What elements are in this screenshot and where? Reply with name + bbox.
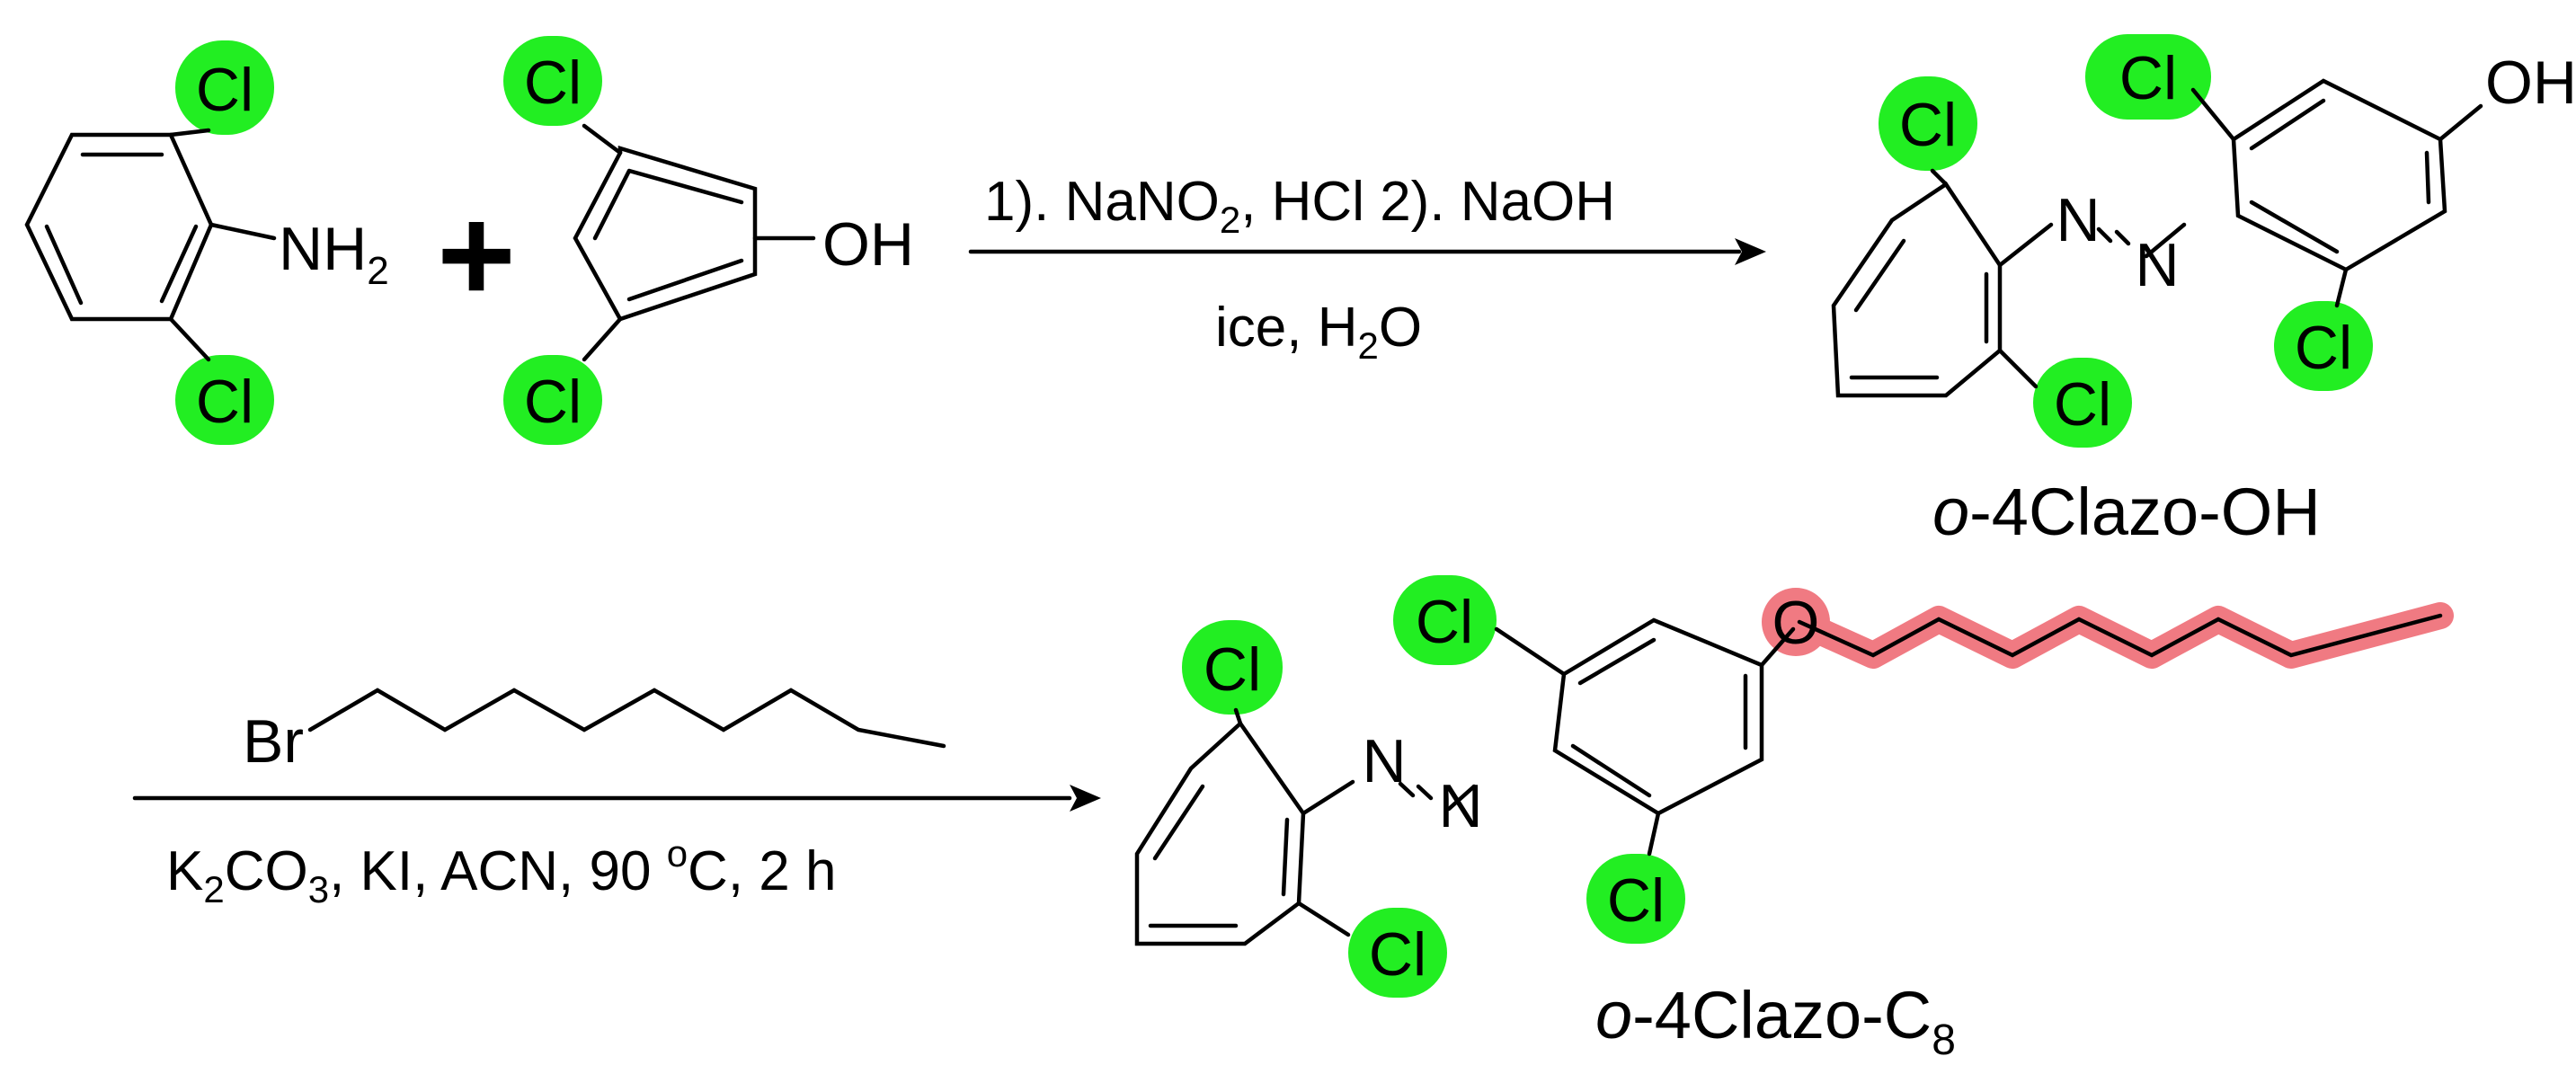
reaction-conditions: 1). NaNO2, HCl 2). NaOH ice, H2O K2CO3, … bbox=[166, 171, 1615, 910]
atom-cl: Cl bbox=[1899, 91, 1957, 159]
plus-sign: + bbox=[437, 179, 516, 330]
ring-product1-left bbox=[1831, 181, 2003, 398]
atom-cl: Cl bbox=[196, 56, 253, 124]
atom-cl: Cl bbox=[2054, 370, 2111, 439]
atom-br: Br bbox=[243, 707, 304, 776]
atom-cl: Cl bbox=[2295, 314, 2352, 382]
atom-cl: Cl bbox=[1369, 920, 1426, 989]
atom-n: N bbox=[2056, 186, 2100, 254]
cl-highlight bbox=[503, 355, 602, 445]
octyl-chain-highlight bbox=[1786, 602, 2454, 669]
atom-n: N bbox=[1362, 727, 1406, 795]
cl-highlight bbox=[175, 355, 274, 445]
cl-highlight bbox=[2274, 301, 2373, 391]
atom-cl: Cl bbox=[1607, 866, 1665, 935]
product1-name: o-4Clazo-OH bbox=[1932, 475, 2321, 549]
arrow-head-2 bbox=[1070, 785, 1101, 812]
ring-product1-right bbox=[2231, 78, 2447, 272]
cl-highlight bbox=[1348, 908, 1447, 998]
atom-cl: Cl bbox=[2119, 44, 2177, 112]
ether-oxygen-highlight bbox=[1762, 588, 1830, 656]
atom-cl: Cl bbox=[1416, 588, 1473, 656]
atom-oh: OH bbox=[822, 210, 914, 279]
cl-highlight bbox=[1586, 854, 1685, 944]
atom-labels: Cl Cl NH2 + Cl Cl OH Cl Cl OH N N Cl Cl … bbox=[196, 44, 2576, 989]
atom-n: N bbox=[1438, 772, 1482, 840]
step1-conditions-top: 1). NaNO2, HCl 2). NaOH bbox=[984, 171, 1615, 241]
step2-conditions: K2CO3, KI, ACN, 90 oC, 2 h bbox=[166, 832, 836, 910]
cl-highlight bbox=[2085, 34, 2211, 120]
ring-product2-right bbox=[1552, 617, 1764, 816]
atom-cl: Cl bbox=[1204, 635, 1261, 704]
bromooctane-chain bbox=[307, 688, 946, 749]
cl-highlight bbox=[503, 36, 602, 126]
cl-highlight bbox=[1879, 76, 1977, 171]
cl-highlight bbox=[175, 40, 274, 135]
ring-product2-left bbox=[1134, 720, 1306, 946]
cl-highlight bbox=[2033, 358, 2132, 448]
arrow-head-1 bbox=[1735, 238, 1766, 265]
atom-o: O bbox=[1772, 589, 1820, 657]
atom-oh: OH bbox=[2485, 49, 2576, 117]
atom-nh2: NH2 bbox=[279, 215, 389, 293]
bonds bbox=[24, 78, 2483, 946]
step1-conditions-bottom: ice, H2O bbox=[1215, 297, 1422, 367]
product2-name: o-4Clazo-C8 bbox=[1595, 978, 1956, 1064]
compound-names: o-4Clazo-OH o-4Clazo-C8 bbox=[1595, 475, 2321, 1064]
product2-octyl-chain bbox=[1797, 613, 2443, 658]
cl-highlight bbox=[1182, 620, 1283, 715]
cl-highlight bbox=[1393, 575, 1497, 665]
ring-3-5-dichlorophenol bbox=[573, 145, 758, 322]
atom-cl: Cl bbox=[524, 368, 582, 436]
atom-cl: Cl bbox=[524, 49, 582, 117]
atom-n: N bbox=[2135, 231, 2179, 299]
atom-cl: Cl bbox=[196, 368, 253, 436]
highlights bbox=[175, 34, 2454, 998]
ring-2-6-dichloroaniline bbox=[24, 132, 214, 322]
